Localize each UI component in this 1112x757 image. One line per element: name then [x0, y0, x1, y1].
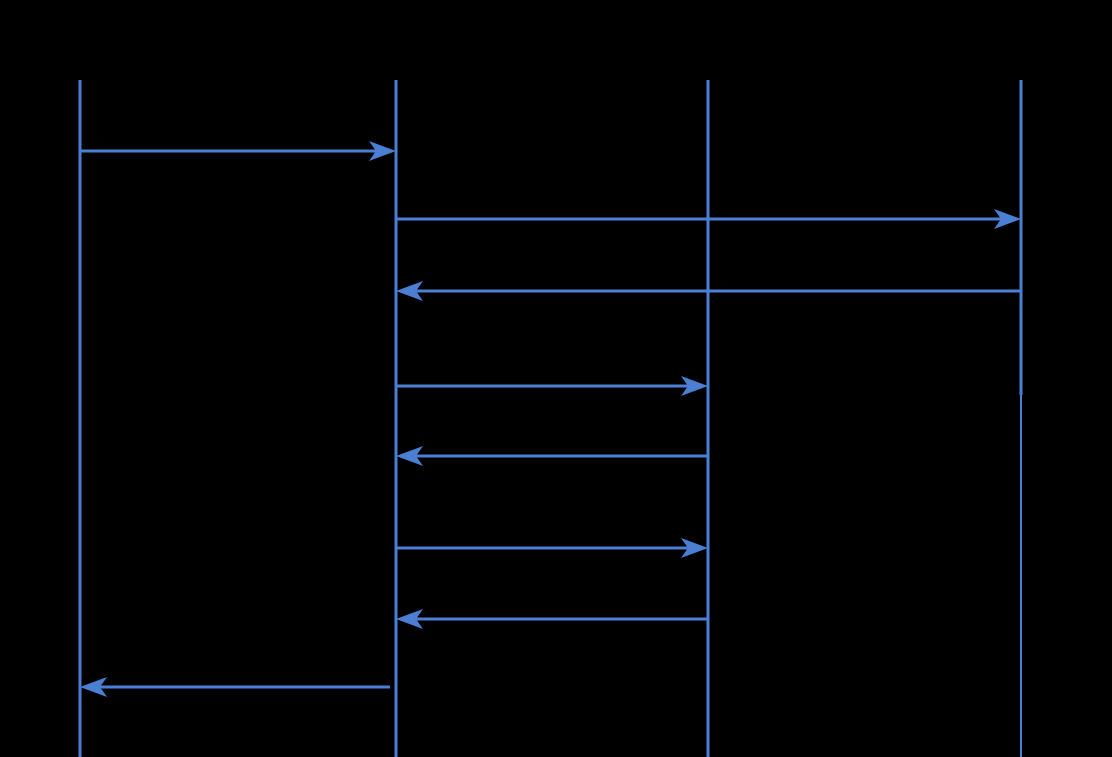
message-1[interactable] [80, 141, 396, 161]
arrow-head-right-icon [994, 209, 1021, 229]
messages-group [80, 141, 1021, 697]
lifelines-group [78, 80, 1023, 757]
arrow-head-left-icon [80, 677, 107, 697]
arrow-head-right-icon [681, 538, 708, 558]
arrow-head-left-icon [396, 281, 423, 301]
arrow-head-right-icon [681, 376, 708, 396]
message-4[interactable] [396, 376, 708, 396]
message-8[interactable] [80, 677, 390, 697]
arrow-head-right-icon [369, 141, 396, 161]
message-2[interactable] [396, 209, 1021, 229]
message-3[interactable] [396, 281, 1021, 301]
message-5[interactable] [396, 446, 708, 466]
arrow-head-left-icon [396, 446, 423, 466]
message-7[interactable] [396, 609, 708, 629]
arrow-head-left-icon [396, 609, 423, 629]
message-6[interactable] [396, 538, 708, 558]
